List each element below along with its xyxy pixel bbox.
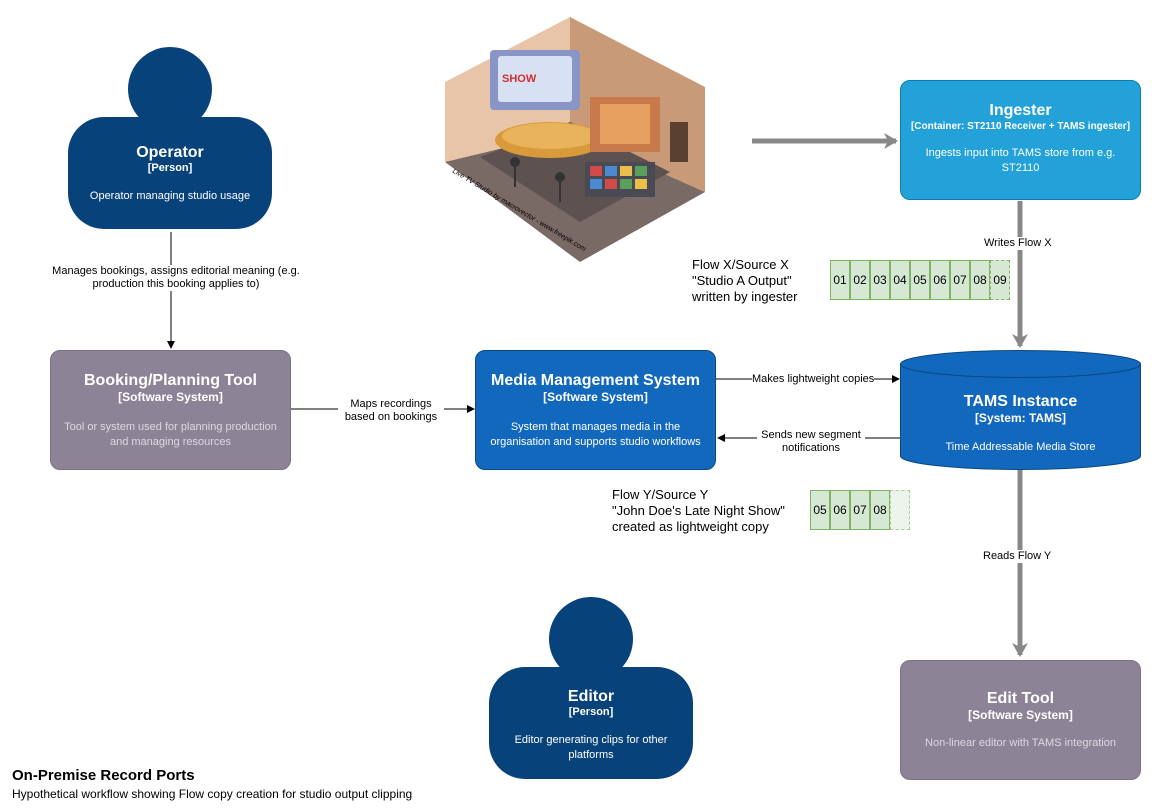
flow-x-line3: written by ingester <box>692 289 798 304</box>
flow-y-line3: created as lightweight copy <box>612 519 769 534</box>
media-management-system: Media Management System [Software System… <box>475 350 716 470</box>
operator-type: [Person] <box>147 162 193 174</box>
flow-y-segment: 05 <box>810 490 830 530</box>
flow-x-segment: 06 <box>930 260 950 300</box>
studio-illustration: SHOW Live TV Studio by macrovector - www… <box>445 17 705 262</box>
flow-x-segment-partial: 09 <box>990 260 1010 300</box>
tams-type: [System: TAMS] <box>974 411 1067 425</box>
flow-x-segment: 07 <box>950 260 970 300</box>
label-booking-mms: Maps recordings based on bookings <box>338 398 444 424</box>
label-tams-edit: Reads Flow Y <box>983 550 1052 563</box>
editor-title: Editor <box>567 688 615 705</box>
edit-type: [Software System] <box>968 708 1073 722</box>
flow-x-segment: 05 <box>910 260 930 300</box>
label-tams-mms: Sends new segment notifications <box>757 429 865 455</box>
flow-y-line1: Flow Y/Source Y <box>612 487 709 502</box>
diagram-title: On-Premise Record Ports <box>12 767 195 784</box>
operator-title: Operator <box>136 144 204 161</box>
ingester-type: [Container: ST2110 Receiver + TAMS inges… <box>910 121 1131 132</box>
flow-x-segment: 03 <box>870 260 890 300</box>
flow-y-segment: 08 <box>870 490 890 530</box>
studio-sign: SHOW <box>502 73 537 85</box>
flow-x-segment: 01 <box>830 260 850 300</box>
mms-title: Media Management System <box>491 372 700 389</box>
operator-desc: Operator managing studio usage <box>89 190 251 202</box>
booking-planning-tool: Booking/Planning Tool [Software System] … <box>50 350 291 470</box>
ingester: Ingester [Container: ST2110 Receiver + T… <box>900 80 1141 200</box>
booking-title: Booking/Planning Tool <box>83 372 257 389</box>
editor-type: [Person] <box>568 706 614 718</box>
flow-y-line2: "John Doe's Late Night Show" <box>612 503 785 518</box>
label-operator-booking: Manages bookings, assigns editorial mean… <box>52 265 300 291</box>
flow-y-note: Flow Y/Source Y "John Doe's Late Night S… <box>612 487 785 535</box>
edit-tool: Edit Tool [Software System] Non-linear e… <box>900 660 1141 780</box>
booking-desc: Tool or system used for planning product… <box>64 421 277 448</box>
edit-title: Edit Tool <box>986 690 1055 707</box>
diagram-subtitle: Hypothetical workflow showing Flow copy … <box>12 787 413 801</box>
flow-y-segment: 07 <box>850 490 870 530</box>
mms-desc: System that manages media in the organis… <box>490 421 701 448</box>
operator-person: Operator [Person] Operator managing stud… <box>68 47 272 229</box>
editor-desc: Editor generating clips for other platfo… <box>514 734 668 761</box>
tams-instance: TAMS Instance [System: TAMS] Time Addres… <box>900 350 1141 470</box>
flow-x-line2: "Studio A Output" <box>692 273 792 288</box>
editor-person: Editor [Person] Editor generating clips … <box>489 597 693 779</box>
ingester-title: Ingester <box>989 102 1052 119</box>
tams-title: TAMS Instance <box>963 393 1078 410</box>
tams-cylinder <box>900 350 1141 470</box>
edit-desc: Non-linear editor with TAMS integration <box>925 737 1116 749</box>
label-ingester-tams: Writes Flow X <box>984 237 1052 250</box>
flow-x-segment: 04 <box>890 260 910 300</box>
booking-type: [Software System] <box>118 390 223 404</box>
flow-x-line1: Flow X/Source X <box>692 257 789 272</box>
label-mms-tams: Makes lightweight copies <box>752 373 875 386</box>
flow-x-segment: 02 <box>850 260 870 300</box>
flow-y-segment: 06 <box>830 490 850 530</box>
flow-x-note: Flow X/Source X "Studio A Output" writte… <box>692 257 798 305</box>
tams-desc: Time Addressable Media Store <box>945 441 1096 453</box>
flow-y-segment-empty <box>890 490 910 530</box>
flow-x-segment: 08 <box>970 260 990 300</box>
mms-type: [Software System] <box>543 390 648 404</box>
ingester-desc: Ingests input into TAMS store from e.g. … <box>925 147 1116 174</box>
